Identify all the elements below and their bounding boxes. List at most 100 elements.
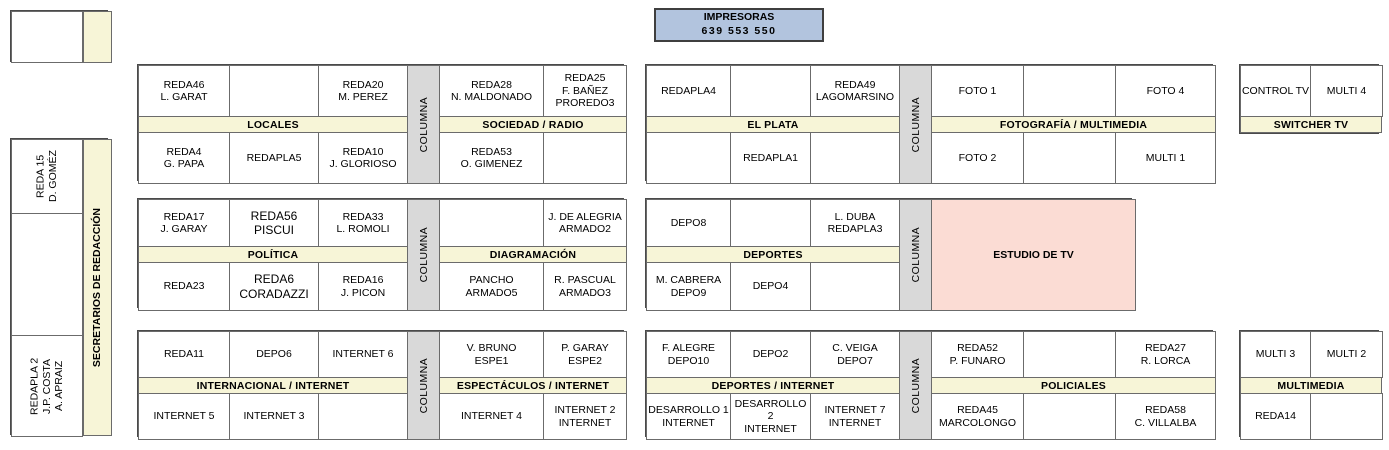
cell-sociedad-bottom-1[interactable]: REDA53 O. GIMENEZ <box>439 132 544 184</box>
sidebar-cell-redapla2[interactable]: REDAPLA 2 J.P. COSTA A. APRAIZ <box>11 335 83 437</box>
cell-internacional-top-3[interactable]: INTERNET 6 <box>318 331 408 378</box>
cell-elplata-bottom-1[interactable] <box>646 132 731 184</box>
cell-locales-bottom-2[interactable]: REDAPLA5 <box>229 132 319 184</box>
cell-policiales-bottom-3[interactable]: REDA58 C. VILLALBA <box>1115 393 1216 440</box>
cell-locales-top-1[interactable]: REDA46 L. GARAT <box>138 65 230 117</box>
cell-internacional-top-1[interactable]: REDA11 <box>138 331 230 378</box>
cell-locales-bottom-1[interactable]: REDA4 G. PAPA <box>138 132 230 184</box>
block-internacional-espectaculos: REDA11 DEPO6 INTERNET 6 INTERNACIONAL / … <box>137 330 627 440</box>
columna-divider-internacional: COLUMNA <box>407 331 440 440</box>
cell-multimedia-empty[interactable] <box>1310 393 1383 440</box>
block-deportes-estudio: DEPO8 L. DUBA REDAPLA3 DEPORTES M. CABRE… <box>645 198 1136 311</box>
cell-fotografia-top-2[interactable] <box>1023 65 1116 117</box>
band-locales: LOCALES <box>138 116 408 133</box>
block-politica-diagramacion: REDA17 J. GARAY REDA56 PISCUI REDA33 L. … <box>137 198 627 311</box>
cell-elplata-top-3[interactable]: REDA49 LAGOMARSINO <box>810 65 900 117</box>
cell-internacional-bottom-2[interactable]: INTERNET 3 <box>229 393 319 440</box>
printers-numbers: 639 553 550 <box>701 25 777 37</box>
sidebar-top-strip <box>83 11 112 63</box>
cell-elplata-top-2[interactable] <box>730 65 811 117</box>
cell-depint-top-3[interactable]: C. VEIGA DEPO7 <box>810 331 900 378</box>
cell-fotografia-top-3[interactable]: FOTO 4 <box>1115 65 1216 117</box>
cell-sociedad-top-1[interactable]: REDA28 N. MALDONADO <box>439 65 544 117</box>
cell-politica-top-3[interactable]: REDA33 L. ROMOLI <box>318 199 408 247</box>
columna-label: COLUMNA <box>417 357 430 414</box>
estudio-de-tv[interactable]: ESTUDIO DE TV <box>931 199 1136 311</box>
band-internacional: INTERNACIONAL / INTERNET <box>138 377 408 394</box>
cell-politica-top-2[interactable]: REDA56 PISCUI <box>229 199 319 247</box>
sidebar-secretarios: REDA 15 D. GOMÉZ REDAPLA 2 J.P. COSTA A.… <box>10 138 112 437</box>
columna-divider-deportes: COLUMNA <box>899 199 932 311</box>
cell-fotografia-bottom-2[interactable] <box>1023 132 1116 184</box>
columna-label: COLUMNA <box>417 96 430 153</box>
band-politica: POLÍTICA <box>138 246 408 263</box>
cell-deportes-top-3[interactable]: L. DUBA REDAPLA3 <box>810 199 900 247</box>
cell-reda14[interactable]: REDA14 <box>1240 393 1311 440</box>
cell-policiales-top-3[interactable]: REDA27 R. LORCA <box>1115 331 1216 378</box>
columna-label: COLUMNA <box>909 227 922 283</box>
cell-fotografia-bottom-3[interactable]: MULTI 1 <box>1115 132 1216 184</box>
cell-politica-bottom-2[interactable]: REDA6 CORADAZZI <box>229 262 319 311</box>
columna-label: COLUMNA <box>909 357 922 414</box>
cell-espectaculos-top-1[interactable]: V. BRUNO ESPE1 <box>439 331 544 378</box>
cell-deportes-bottom-3[interactable] <box>810 262 900 311</box>
cell-locales-top-3[interactable]: REDA20 M. PEREZ <box>318 65 408 117</box>
cell-policiales-top-1[interactable]: REDA52 P. FUNARO <box>931 331 1024 378</box>
cell-sociedad-top-2[interactable]: REDA25 F. BAÑEZ PROREDO3 <box>543 65 627 117</box>
cell-espectaculos-top-2[interactable]: P. GARAY ESPE2 <box>543 331 627 378</box>
cell-multi-3[interactable]: MULTI 3 <box>1240 331 1311 378</box>
sidebar-top-cell[interactable] <box>11 11 83 63</box>
band-fotografia: FOTOGRAFÍA / MULTIMEDIA <box>931 116 1216 133</box>
cell-deportes-top-1[interactable]: DEPO8 <box>646 199 731 247</box>
cell-sociedad-bottom-2[interactable] <box>543 132 627 184</box>
cell-politica-bottom-1[interactable]: REDA23 <box>138 262 230 311</box>
sidebar-label: SECRETARIOS DE REDACCIÓN <box>91 207 104 368</box>
cell-policiales-bottom-1[interactable]: REDA45 MARCOLONGO <box>931 393 1024 440</box>
cell-deportes-bottom-1[interactable]: M. CABRERA DEPO9 <box>646 262 731 311</box>
cell-elplata-bottom-3[interactable] <box>810 132 900 184</box>
cell-control-tv[interactable]: CONTROL TV <box>1240 65 1311 117</box>
columna-label: COLUMNA <box>417 227 430 283</box>
cell-multi-2[interactable]: MULTI 2 <box>1310 331 1383 378</box>
cell-depint-top-2[interactable]: DEPO2 <box>730 331 811 378</box>
cell-depint-top-1[interactable]: F. ALEGRE DEPO10 <box>646 331 731 378</box>
sidebar-cell-empty[interactable] <box>11 213 83 336</box>
cell-internacional-bottom-1[interactable]: INTERNET 5 <box>138 393 230 440</box>
columna-divider-elplata: COLUMNA <box>899 65 932 184</box>
sidebar-top-box <box>10 10 112 63</box>
cell-deportes-bottom-2[interactable]: DEPO4 <box>730 262 811 311</box>
cell-deportes-top-2[interactable] <box>730 199 811 247</box>
cell-policiales-top-2[interactable] <box>1023 331 1116 378</box>
cell-diagramacion-bottom-1[interactable]: PANCHO ARMADO5 <box>439 262 544 311</box>
columna-divider-politica: COLUMNA <box>407 199 440 311</box>
cell-elplata-bottom-2[interactable]: REDAPLA1 <box>730 132 811 184</box>
cell-locales-bottom-3[interactable]: REDA10 J. GLORIOSO <box>318 132 408 184</box>
band-multimedia: MULTIMEDIA <box>1240 377 1382 394</box>
block-multimedia: MULTI 3 MULTI 2 MULTIMEDIA REDA14 <box>1239 330 1383 440</box>
cell-internacional-bottom-3[interactable] <box>318 393 408 440</box>
sidebar-label-strip: SECRETARIOS DE REDACCIÓN <box>83 139 112 436</box>
printers-box[interactable]: IMPRESORAS 639 553 550 <box>654 8 824 42</box>
cell-diagramacion-top-1[interactable] <box>439 199 544 247</box>
cell-multi-4[interactable]: MULTI 4 <box>1310 65 1383 117</box>
cell-fotografia-bottom-1[interactable]: FOTO 2 <box>931 132 1024 184</box>
columna-divider-policiales: COLUMNA <box>899 331 932 440</box>
cell-espectaculos-bottom-2[interactable]: INTERNET 2 INTERNET <box>543 393 627 440</box>
cell-internacional-top-2[interactable]: DEPO6 <box>229 331 319 378</box>
cell-depint-bottom-1[interactable]: DESARROLLO 1 INTERNET <box>646 393 731 440</box>
cell-elplata-top-1[interactable]: REDAPLA4 <box>646 65 731 117</box>
block-locales-sociedad: REDA46 L. GARAT REDA20 M. PEREZ LOCALES … <box>137 64 627 184</box>
cell-depint-bottom-2[interactable]: DESARROLLO 2 INTERNET <box>730 393 811 440</box>
cell-politica-top-1[interactable]: REDA17 J. GARAY <box>138 199 230 247</box>
cell-locales-top-2[interactable] <box>229 65 319 117</box>
cell-fotografia-top-1[interactable]: FOTO 1 <box>931 65 1024 117</box>
cell-politica-bottom-3[interactable]: REDA16 J. PICON <box>318 262 408 311</box>
band-espectaculos: ESPECTÁCULOS / INTERNET <box>439 377 627 394</box>
cell-policiales-bottom-2[interactable] <box>1023 393 1116 440</box>
cell-diagramacion-top-2[interactable]: J. DE ALEGRIA ARMADO2 <box>543 199 627 247</box>
cell-diagramacion-bottom-2[interactable]: R. PASCUAL ARMADO3 <box>543 262 627 311</box>
cell-depint-bottom-3[interactable]: INTERNET 7 INTERNET <box>810 393 900 440</box>
sidebar-cell-reda15[interactable]: REDA 15 D. GOMÉZ <box>11 139 83 214</box>
band-diagramacion: DIAGRAMACIÓN <box>439 246 627 263</box>
cell-espectaculos-bottom-1[interactable]: INTERNET 4 <box>439 393 544 440</box>
